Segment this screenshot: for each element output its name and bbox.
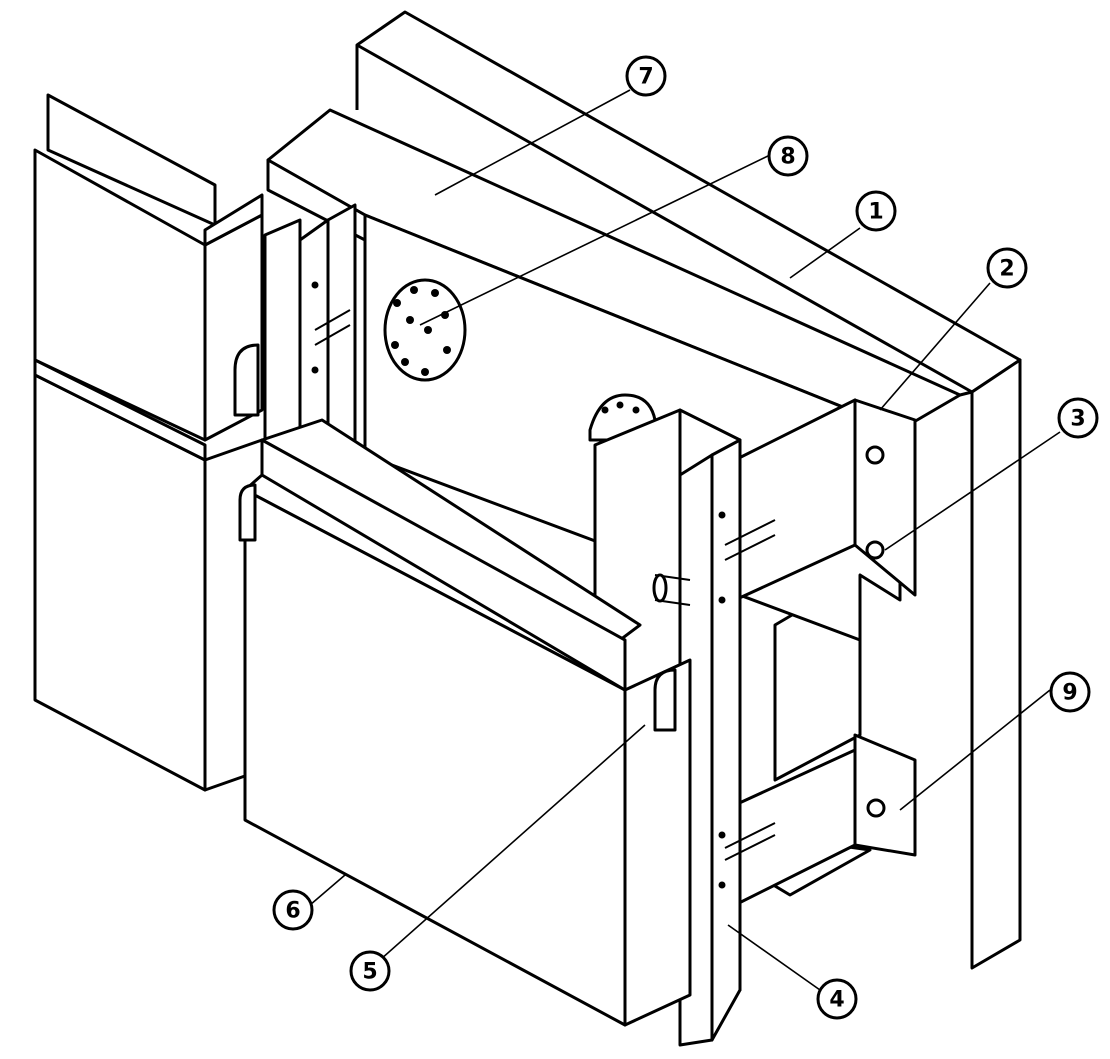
- callout-2-label: 2: [999, 257, 1014, 282]
- callout-7-label: 7: [638, 65, 653, 90]
- anchor-disc: [383, 278, 467, 382]
- callout-4: 4: [816, 978, 858, 1020]
- callout-6: 6: [272, 889, 314, 931]
- callout-3: 3: [1057, 397, 1099, 439]
- leader-6: [309, 874, 346, 906]
- bolt: [865, 540, 885, 560]
- callout-9: 9: [1049, 671, 1091, 713]
- cladding-panel-upper-left: [33, 93, 264, 442]
- leader-5: [379, 724, 646, 961]
- bolt: [866, 798, 886, 818]
- callout-5-label: 5: [362, 960, 377, 985]
- callout-2: 2: [986, 247, 1028, 289]
- leader-3: [884, 431, 1061, 551]
- bolt: [865, 445, 885, 465]
- wall-side-face: [970, 358, 1022, 970]
- leader-4: [727, 924, 821, 991]
- cladding-panel-lower-left: [33, 358, 264, 792]
- leader-8: [419, 154, 771, 326]
- callout-4-label: 4: [829, 988, 844, 1013]
- leader-1: [789, 227, 861, 279]
- leader-lines: [309, 89, 1061, 991]
- callout-6-label: 6: [285, 899, 300, 924]
- upper-angle-bracket: [733, 398, 917, 602]
- cladding-panel-front: [238, 418, 692, 1027]
- lower-angle-bracket: [733, 733, 917, 907]
- leader-9: [899, 689, 1051, 811]
- callout-3-label: 3: [1070, 407, 1085, 432]
- leader-7: [434, 89, 631, 196]
- callout-9-label: 9: [1062, 681, 1077, 706]
- callout-1: 1: [855, 190, 897, 232]
- callout-5: 5: [349, 950, 391, 992]
- callout-8-label: 8: [780, 145, 795, 170]
- leader-2: [879, 282, 991, 411]
- callout-1-label: 1: [868, 200, 883, 225]
- callout-8: 8: [767, 135, 809, 177]
- callout-7: 7: [625, 55, 667, 97]
